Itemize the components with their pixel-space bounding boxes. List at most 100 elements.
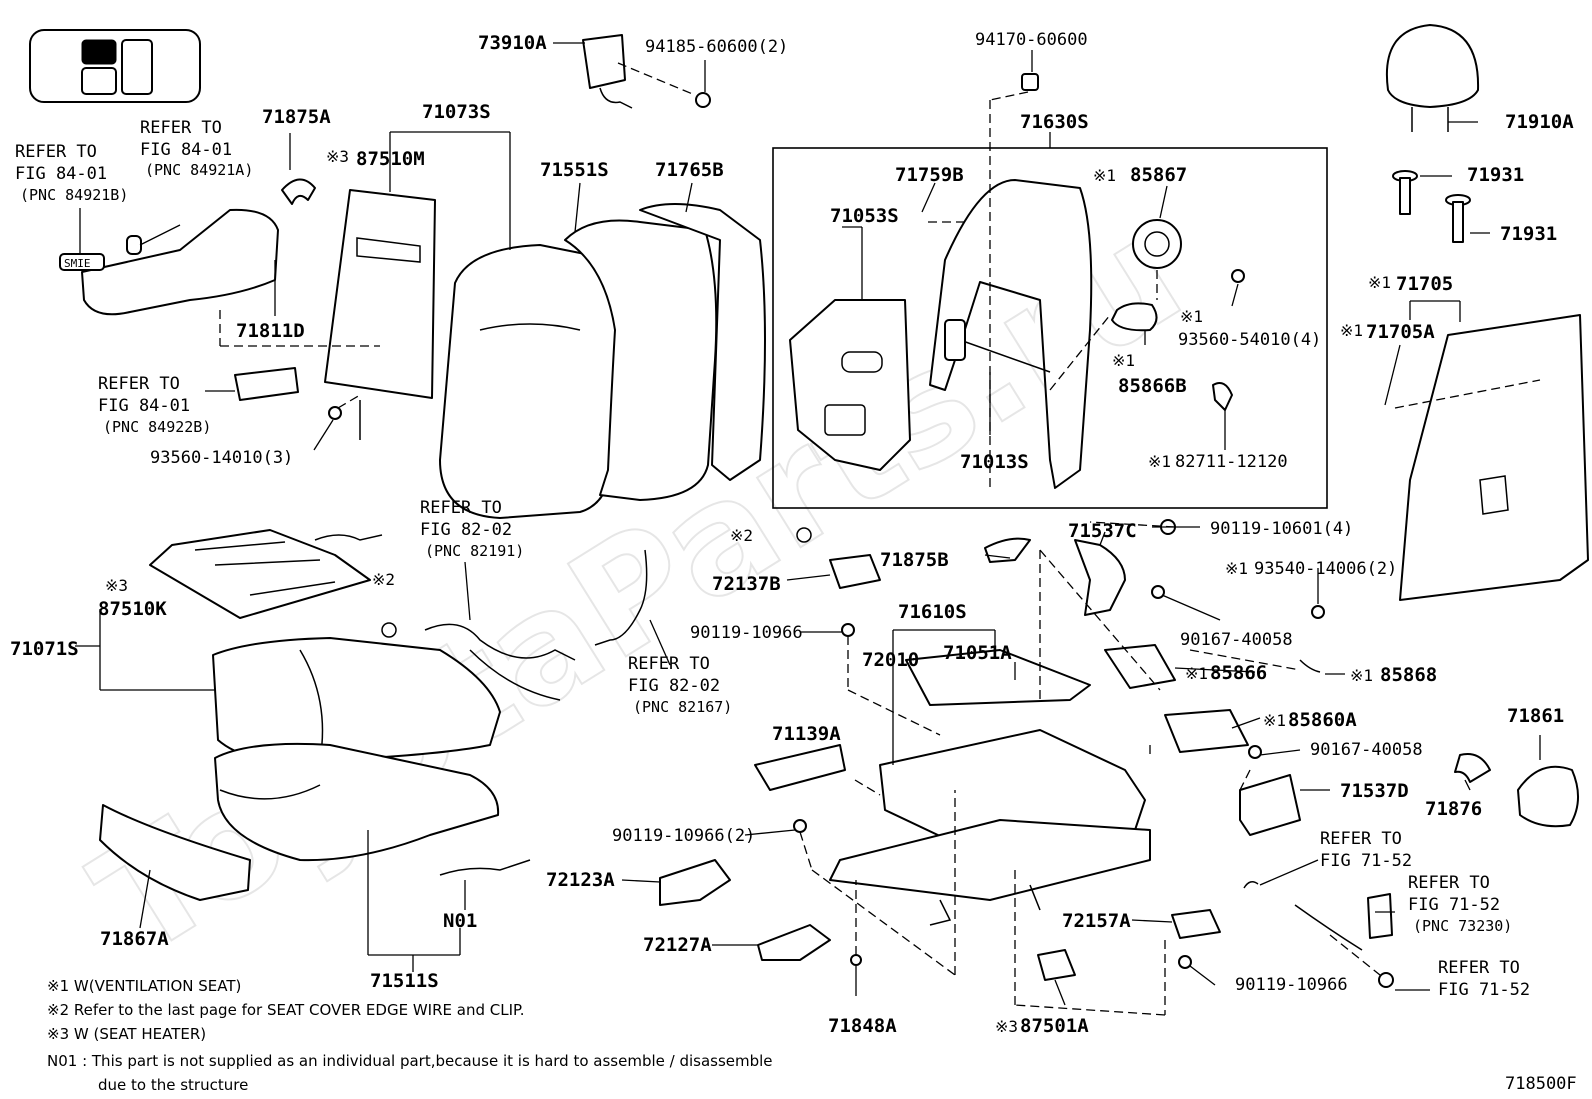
- footnote-4-line1: N01 : This part is not supplied as an in…: [47, 1052, 773, 1070]
- label-71139A: 71139A: [772, 723, 841, 745]
- ref-71-52-a: REFER TO FIG 71-52: [1320, 829, 1412, 871]
- label-72010: 72010: [862, 649, 919, 671]
- label-85867: 85867: [1130, 164, 1187, 186]
- marker-71705: ※1: [1368, 273, 1391, 292]
- svg-text:REFER TO: REFER TO: [628, 654, 710, 674]
- clip-ring-2: [796, 527, 812, 543]
- svg-text:FIG 84-01: FIG 84-01: [98, 396, 190, 416]
- svg-text:FIG 82-02: FIG 82-02: [420, 520, 512, 540]
- clip-ring: [381, 622, 397, 638]
- label-85860A: 85860A: [1288, 709, 1357, 731]
- footnotes: ※1 W(VENTILATION SEAT) ※2 Refer to the l…: [47, 977, 773, 1094]
- clip-85868: [1299, 659, 1321, 673]
- seatback-heater-87510M: [324, 189, 436, 440]
- spring-71051A: [905, 649, 1091, 706]
- leader-lines: [75, 42, 1541, 1016]
- label-85866B: 85866B: [1118, 375, 1187, 397]
- cover-71139A: [754, 744, 846, 791]
- label-90119-10966-2: 90119-10966(2): [612, 826, 755, 846]
- seatback-frame-71013S: [929, 179, 1093, 489]
- ref-82191: REFER TO FIG 82-02 (PNC 82191): [420, 498, 524, 560]
- bolt-90167-40058: [1151, 585, 1165, 599]
- label-71051A: 71051A: [943, 642, 1012, 664]
- svg-text:FIG 71-52: FIG 71-52: [1438, 980, 1530, 1000]
- label-71551S: 71551S: [540, 159, 609, 181]
- label-71071S: 71071S: [10, 638, 79, 660]
- label-71705: 71705: [1396, 273, 1453, 295]
- label-94185-60600: 94185-60600(2): [645, 37, 788, 57]
- clip-71848A: [850, 954, 862, 966]
- label-71765B: 71765B: [655, 159, 724, 181]
- label-N01: N01: [443, 910, 477, 932]
- label-71511S: 71511S: [370, 970, 439, 992]
- screw-93540: [1311, 605, 1325, 619]
- svg-text:FIG 71-52: FIG 71-52: [1408, 895, 1500, 915]
- seat-adjuster-72010: [829, 729, 1151, 926]
- clip-82711: [1212, 382, 1233, 411]
- footnote-2: ※2 Refer to the last page for SEAT COVER…: [47, 1001, 524, 1019]
- svg-text:FIG 84-01: FIG 84-01: [140, 140, 232, 160]
- svg-text:FIG 71-52: FIG 71-52: [1320, 851, 1412, 871]
- label-71053S: 71053S: [830, 205, 899, 227]
- label-71630S: 71630S: [1020, 111, 1089, 133]
- cover-71537D: [1239, 774, 1301, 836]
- part-labels: 73910A 94185-60600(2) 94170-60600 71630S…: [10, 30, 1577, 1094]
- marker-82711: ※1: [1148, 452, 1171, 471]
- label-85868: 85868: [1380, 664, 1437, 686]
- ref-84922B: REFER TO FIG 84-01 (PNC 84922B): [98, 374, 211, 436]
- bolt-90119-10966-2: [793, 819, 807, 833]
- cover-72127A: [757, 924, 831, 961]
- label-71867A: 71867A: [100, 928, 169, 950]
- marker-87510K: ※3: [105, 576, 128, 595]
- label-90119-10601: 90119-10601(4): [1210, 519, 1353, 539]
- label-71537C: 71537C: [1068, 520, 1137, 542]
- svg-text:FIG 84-01: FIG 84-01: [15, 164, 107, 184]
- marker-71705A: ※1: [1340, 321, 1363, 340]
- label-71537D: 71537D: [1340, 780, 1409, 802]
- marker-clip-ring: ※2: [730, 526, 753, 545]
- label-90119-10966-a: 90119-10966: [690, 623, 803, 643]
- footnote-3: ※3 W (SEAT HEATER): [47, 1025, 206, 1043]
- label-72123A: 72123A: [546, 869, 615, 891]
- svg-text:(PNC 82191): (PNC 82191): [425, 542, 524, 560]
- label-93560-54010: 93560-54010(4): [1178, 330, 1321, 350]
- harness-82191: [424, 623, 576, 701]
- sensor-87501A: [1037, 949, 1076, 981]
- label-71910A: 71910A: [1505, 111, 1574, 133]
- cushion-pad-71511S: [214, 742, 500, 862]
- label-94170-60600: 94170-60600: [975, 30, 1088, 50]
- seat-position-icon: [29, 29, 201, 103]
- ref-71-52-b: REFER TO FIG 71-52: [1438, 958, 1530, 1000]
- svg-text:(PNC 84922B): (PNC 84922B): [103, 418, 211, 436]
- svg-text:FIG 82-02: FIG 82-02: [628, 676, 720, 696]
- screw-93560-54010: [1231, 269, 1245, 283]
- label-90167-40058-a: 90167-40058: [1180, 630, 1293, 650]
- marker-93540: ※1: [1225, 559, 1248, 578]
- bolt-90119-10966: [841, 623, 855, 637]
- cushion-panel-71867A: [99, 804, 251, 901]
- bolt-90119-10966-3: [1178, 955, 1192, 969]
- label-93560-14010: 93560-14010(3): [150, 448, 293, 468]
- marker-87501A: ※3: [995, 1017, 1018, 1036]
- svg-text:REFER TO: REFER TO: [1320, 829, 1402, 849]
- ref-82167: REFER TO FIG 82-02 (PNC 82167): [628, 654, 732, 716]
- recliner-cover-71811D: SMIE: [59, 208, 279, 316]
- headrest-guide-71931: [1392, 170, 1471, 243]
- seatback-board-71705: [1399, 314, 1589, 601]
- blower-85860A: [1164, 709, 1249, 753]
- label-90119-10966-c: 90119-10966: [1235, 975, 1348, 995]
- seatbelt-buckle-73230: [1243, 881, 1394, 988]
- svg-text:(PNC 82167): (PNC 82167): [633, 698, 732, 716]
- svg-text:REFER TO: REFER TO: [1408, 873, 1490, 893]
- marker-85866B: ※1: [1112, 351, 1135, 370]
- label-72157A: 72157A: [1062, 910, 1131, 932]
- footnote-1: ※1 W(VENTILATION SEAT): [47, 977, 241, 995]
- lumbar-plate-71053S: [789, 299, 911, 471]
- cover-71875A: [281, 178, 316, 205]
- bolt-90167-40058-2: [1248, 745, 1262, 759]
- label-71876: 71876: [1425, 798, 1482, 820]
- duct-85866: [1104, 644, 1176, 689]
- ref-84921B: REFER TO FIG 84-01 (PNC 84921B): [15, 142, 128, 204]
- harness-82167: [594, 549, 648, 646]
